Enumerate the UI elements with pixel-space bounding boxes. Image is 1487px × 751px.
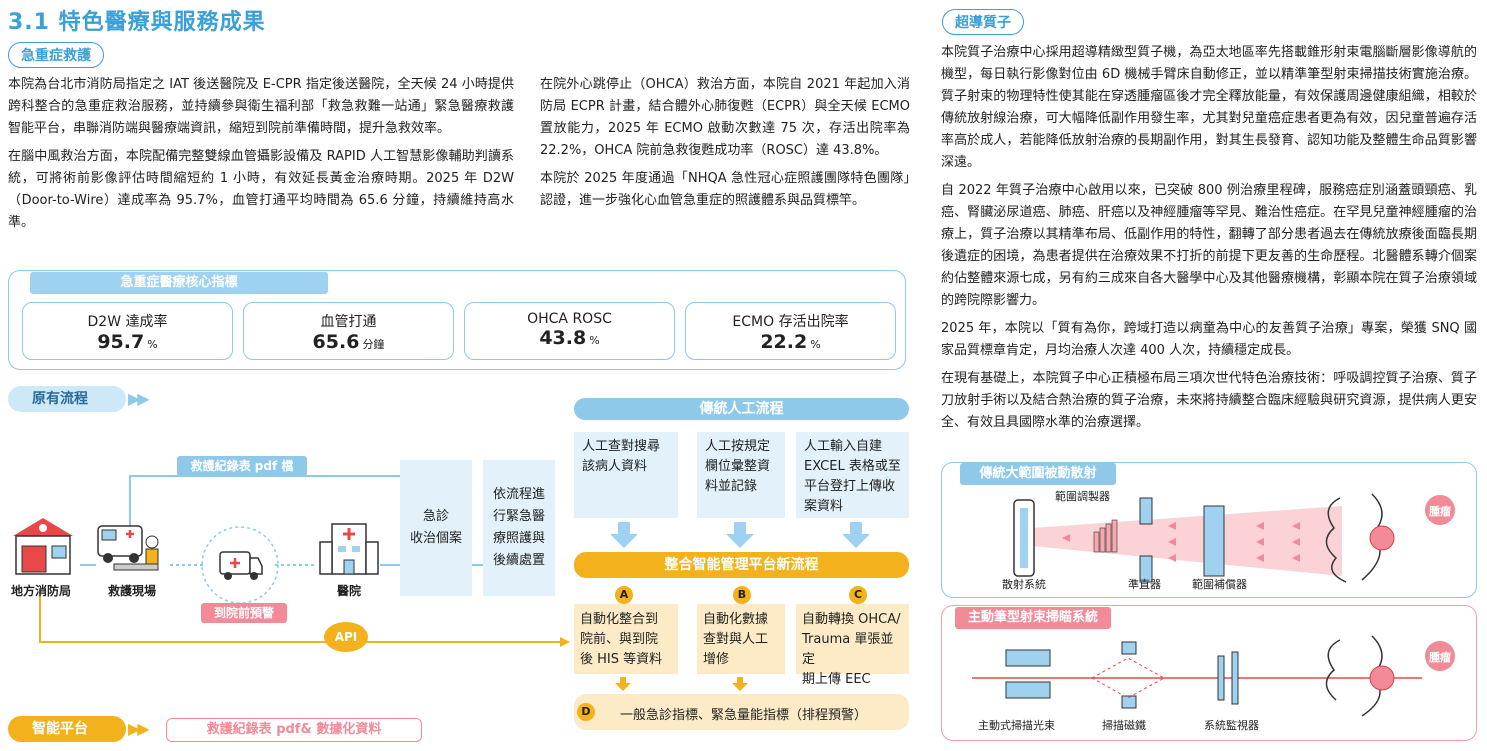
er-box: 急診 收治個案	[400, 460, 472, 596]
kpi-unit: %	[810, 338, 821, 351]
hospital-label: 醫院	[336, 584, 361, 598]
chevron-right-icon: ▶▶	[128, 389, 150, 408]
badge-d: D	[577, 703, 595, 721]
pencil-beam-diagram	[972, 635, 1455, 717]
kpi-panel	[8, 270, 906, 370]
new-step-c: 自動轉換 OHCA/Trauma 單張並定期上傳 EEC	[796, 604, 909, 687]
ambulance-icon	[219, 551, 263, 580]
emergency-col2-p2: 本院於 2025 年度通過「NHQA 急性冠心症照護團隊特色團隊」認證，進一步強…	[540, 171, 910, 208]
new-step-a: 自動化整合到院前、與到院後 HIS 等資料	[574, 604, 678, 674]
magnet-label: 掃描磁鐵	[1102, 719, 1146, 732]
chevron-right-icon: ▶▶	[128, 719, 150, 738]
traditional-title: 傳統人工流程	[574, 398, 909, 420]
kpi-card-ecmo: ECMO 存活出院率 22.2%	[685, 302, 896, 360]
proton-tag: 超導質子	[942, 9, 1024, 35]
proton-text: 本院質子治療中心採用超導精緻型質子機，為亞太地區率先搭載錐形射束電腦斷層影像導航…	[941, 42, 1477, 440]
proton-p1: 本院質子治療中心採用超導精緻型質子機，為亞太地區率先搭載錐形射束電腦斷層影像導航…	[941, 45, 1477, 170]
kpi-unit: 分鐘	[362, 338, 385, 351]
kpi-label: 血管打通	[320, 314, 377, 330]
emergency-col1-p2: 在腦中風救治方面，本院配備完整雙線血管攝影設備及 RAPID 人工智慧影像輔助判…	[8, 149, 514, 230]
scatter-label: 散射系統	[1002, 578, 1046, 591]
original-flow-tab: 原有流程	[8, 386, 126, 412]
new-step-b: 自動化數據查對與人工增修	[697, 604, 785, 674]
new-process-title: 整合智能管理平台新流程	[574, 552, 909, 578]
pencil-beam-panel	[941, 605, 1477, 741]
down-arrow-icons	[610, 522, 870, 548]
pencil-beam-title: 主動筆型射束掃瞄系統	[955, 607, 1111, 629]
smart-note: 救護紀錄表 pdf& 數據化資料	[166, 718, 422, 742]
proton-p4: 在現有基礎上，本院質子中心正積極布局三項次世代特色治療技術：呼吸調控質子治療、質…	[941, 371, 1477, 430]
kpi-label: OHCA ROSC	[527, 311, 612, 327]
badge-c: C	[849, 586, 867, 604]
tumor-label: 腫瘤	[1429, 505, 1451, 518]
range-modulator-label: 範圍調製器	[1055, 490, 1110, 503]
emergency-col2: 在院外心跳停止（OHCA）救治方面，本院自 2021 年起加入消防局 ECPR …	[540, 74, 910, 218]
kpi-label: D2W 達成率	[87, 314, 168, 330]
fire-label: 地方消防局	[10, 584, 71, 598]
compensator-label: 範圍補償器	[1192, 578, 1247, 591]
kpi-unit: %	[147, 338, 158, 351]
kpi-card-d2w: D2W 達成率 95.7%	[22, 302, 233, 360]
collimator-label: 準直器	[1128, 578, 1161, 591]
passive-scatter-diagram	[1013, 493, 1455, 583]
api-badge: API	[324, 622, 368, 652]
kpi-unit: %	[589, 334, 600, 347]
kpi-value: 43.8	[539, 327, 587, 349]
prealert-label: 到院前預警	[201, 603, 287, 623]
kpi-title: 急重症醫療核心指標	[30, 272, 328, 294]
kpi-value: 95.7	[97, 331, 145, 353]
badge-b: B	[733, 586, 751, 604]
small-down-arrow-icons	[615, 677, 748, 691]
d-text: 一般急診指標、緊急量能指標（排程預警）	[620, 708, 868, 723]
smart-platform-tab: 智能平台	[8, 716, 126, 742]
rescue-scene-icon	[97, 525, 159, 571]
monitor-label: 系統監視器	[1204, 719, 1259, 732]
d-box	[574, 694, 909, 730]
passive-scatter-panel	[941, 462, 1477, 598]
page-title: 3.1 特色醫療與服務成果	[8, 10, 266, 35]
emergency-col1-p1: 本院為台北市消防局指定之 IAT 後送醫院及 E-CPR 指定後送醫院，全天候 …	[8, 77, 514, 136]
traditional-step-2: 人工按規定欄位彙整資料並記錄	[697, 432, 785, 518]
kpi-label: ECMO 存活出院率	[732, 314, 849, 330]
traditional-step-1: 人工查對搜尋該病人資料	[574, 432, 678, 518]
proton-p2: 自 2022 年質子治療中心啟用以來，已突破 800 例治療里程碑，服務癌症別涵…	[941, 183, 1477, 308]
pdf-label: 救護紀錄表 pdf 檔	[177, 456, 307, 476]
flow-connectors	[39, 475, 570, 647]
kpi-card-rosc: OHCA ROSC 43.8%	[464, 302, 675, 360]
scene-label: 救護現場	[107, 584, 156, 598]
kpi-value: 65.6	[312, 331, 360, 353]
passive-scatter-title: 傳統大範圍被動散射	[960, 463, 1116, 485]
badge-a: A	[615, 586, 633, 604]
emergency-tag: 急重症救護	[8, 42, 104, 68]
beam-label: 主動式掃描光束	[978, 719, 1055, 732]
fire-station-icon	[13, 518, 73, 575]
emergency-col2-p1: 在院外心跳停止（OHCA）救治方面，本院自 2021 年起加入消防局 ECPR …	[540, 77, 910, 158]
proton-p3: 2025 年，本院以「質有為你，跨域打造以病童為中心的友善質子治療」專案，榮獲 …	[941, 321, 1477, 358]
tumor-label: 腫瘤	[1429, 651, 1451, 664]
hospital-icon	[319, 523, 379, 575]
emergency-col1: 本院為台北市消防局指定之 IAT 後送醫院及 E-CPR 指定後送醫院，全天候 …	[8, 74, 514, 240]
kpi-value: 22.2	[760, 331, 808, 353]
process-box: 依流程進 行緊急醫 療照護與 後續處置	[483, 460, 555, 596]
